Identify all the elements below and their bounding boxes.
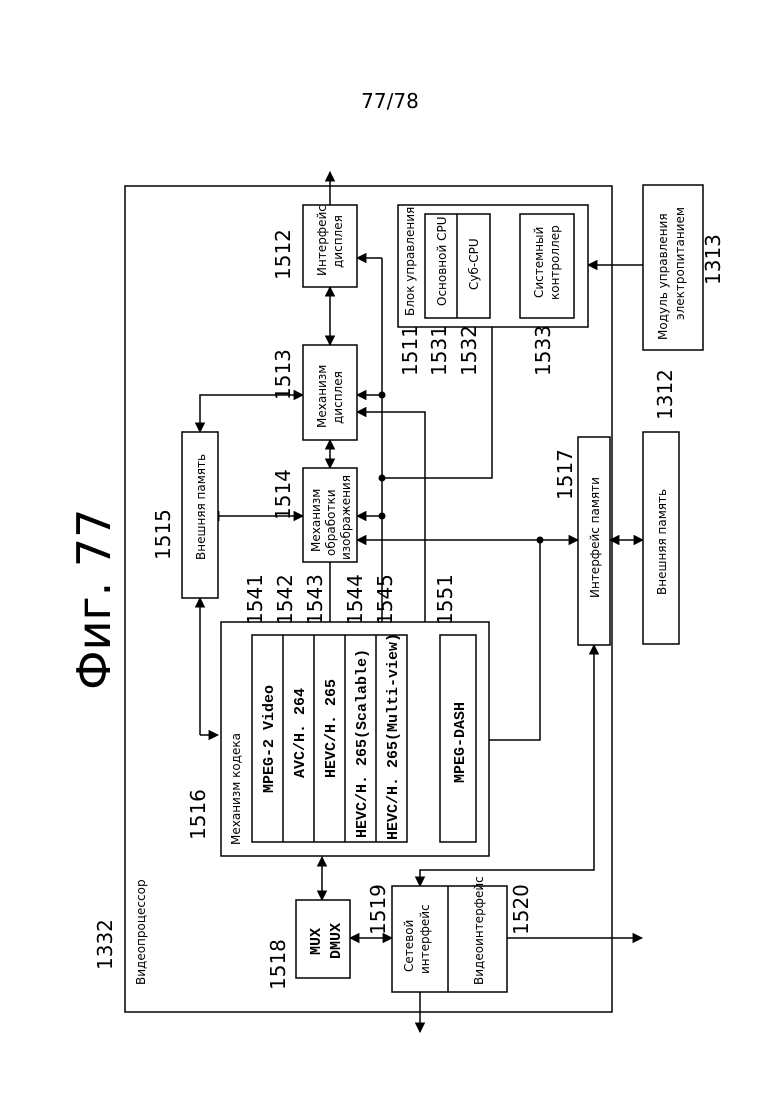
mux-dmux-block: MUX DMUX bbox=[296, 900, 350, 978]
network-video-interface-block: Сетевой интерфейс Видеоинтерфейс bbox=[392, 876, 507, 992]
page-number: 77/78 bbox=[361, 89, 419, 113]
display-engine-label: Механизм bbox=[315, 365, 329, 428]
codec-mpeg2-label: MPEG-2 Video bbox=[261, 685, 278, 793]
codec-ref-1542: 1542 bbox=[273, 574, 297, 625]
sub-cpu-ref: 1532 bbox=[457, 325, 481, 376]
codec-hevc-label: HEVC/H. 265 bbox=[323, 679, 340, 778]
main-cpu-label: Основной CPU bbox=[435, 216, 449, 306]
external-memory-ref: 1312 bbox=[653, 369, 677, 420]
power-module-ref: 1313 bbox=[701, 234, 725, 285]
memory-interface-ref: 1517 bbox=[553, 449, 577, 500]
display-engine-ref: 1513 bbox=[271, 349, 295, 400]
power-module-label-2: электропитанием bbox=[673, 207, 687, 320]
power-module-block: Модуль управления электропитанием bbox=[643, 185, 703, 350]
image-engine-label-3: изображения bbox=[339, 475, 353, 560]
codec-ref-1545: 1545 bbox=[373, 574, 397, 625]
image-engine-block: Механизм обработки изображения bbox=[303, 468, 357, 562]
codec-avc-label: AVC/H. 264 bbox=[292, 688, 309, 778]
codec-engine-label: Механизм кодека bbox=[229, 733, 243, 845]
control-unit-ref: 1511 bbox=[398, 325, 422, 376]
display-engine-label-2: дисплея bbox=[331, 371, 345, 424]
codec-engine-ref: 1516 bbox=[186, 789, 210, 840]
network-interface-ref: 1519 bbox=[366, 884, 390, 935]
main-cpu-ref: 1531 bbox=[427, 325, 451, 376]
mux-dmux-ref: 1518 bbox=[266, 939, 290, 990]
control-unit-label: Блок управления bbox=[403, 207, 417, 316]
memory-interface-block: Интерфейс памяти bbox=[578, 437, 610, 645]
video-interface-ref: 1520 bbox=[509, 884, 533, 935]
display-interface-block: Интерфейс дисплея bbox=[303, 205, 357, 287]
system-controller-ref: 1533 bbox=[531, 325, 555, 376]
video-processor-ref: 1332 bbox=[93, 919, 117, 970]
codec-ref-1544: 1544 bbox=[343, 574, 367, 625]
internal-memory-ref: 1515 bbox=[151, 509, 175, 560]
power-module-label: Модуль управления bbox=[656, 213, 670, 340]
video-interface-label: Видеоинтерфейс bbox=[472, 876, 486, 985]
external-memory-block: Внешняя память bbox=[643, 432, 679, 644]
mux-label: MUX bbox=[308, 928, 325, 955]
codec-ref-1541: 1541 bbox=[243, 574, 267, 625]
memory-interface-label: Интерфейс памяти bbox=[588, 477, 602, 598]
dmux-label: DMUX bbox=[328, 923, 345, 959]
figure-title: Фиг. 77 bbox=[67, 509, 121, 690]
codec-ref-1543: 1543 bbox=[303, 574, 327, 625]
display-interface-label-2: дисплея bbox=[331, 215, 345, 268]
display-interface-ref: 1512 bbox=[271, 229, 295, 280]
mpeg-dash-ref: 1551 bbox=[433, 574, 457, 625]
codec-hevc-scalable-label: HEVC/H. 265(Scalable) bbox=[354, 649, 371, 838]
display-interface-label: Интерфейс bbox=[315, 205, 329, 276]
network-interface-label: Сетевой bbox=[402, 920, 416, 972]
internal-memory-block: Внешняя память bbox=[182, 432, 218, 598]
mpeg-dash-label: MPEG-DASH bbox=[452, 702, 469, 783]
control-unit-block: Блок управления Основной CPU Суб-CPU Сис… bbox=[398, 205, 588, 327]
image-engine-label: Механизм bbox=[309, 489, 323, 552]
internal-memory-label: Внешняя память bbox=[194, 454, 208, 560]
codec-hevc-multiview-label: HEVC/H. 265(Multi-view) bbox=[385, 633, 402, 840]
system-controller-label-2: контроллер bbox=[548, 225, 562, 300]
sub-cpu-label: Суб-CPU bbox=[467, 238, 481, 290]
video-processor-label: Видеопроцессор bbox=[134, 879, 148, 985]
network-interface-label-2: интерфейс bbox=[418, 904, 432, 974]
codec-engine-block: Механизм кодека MPEG-2 Video AVC/H. 264 … bbox=[221, 622, 489, 856]
image-engine-label-2: обработки bbox=[324, 490, 338, 557]
external-memory-label: Внешняя память bbox=[655, 489, 669, 595]
display-engine-block: Механизм дисплея bbox=[303, 345, 357, 440]
image-engine-ref: 1514 bbox=[271, 469, 295, 520]
system-controller-label: Системный bbox=[532, 227, 546, 298]
